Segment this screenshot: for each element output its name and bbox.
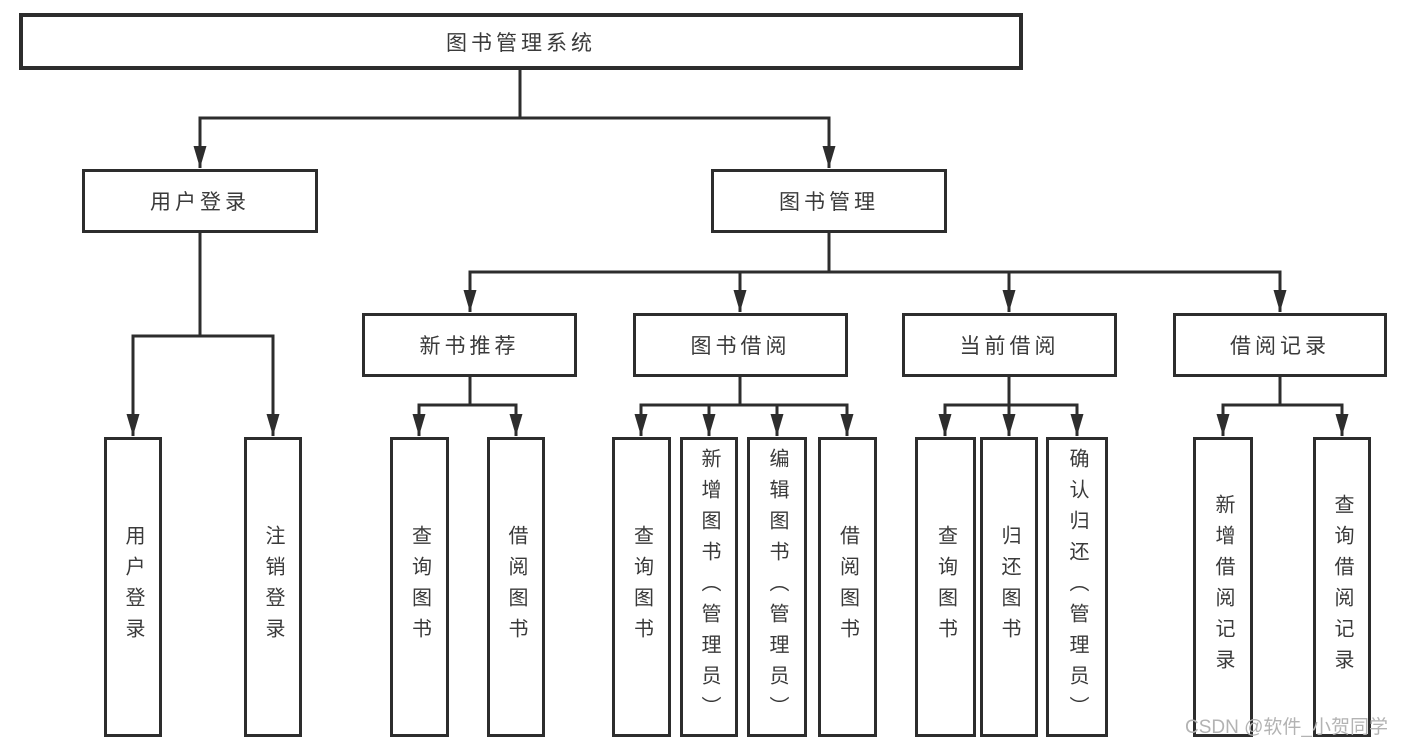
leaf-logout: 注销登录 (244, 437, 302, 737)
node-new-book-recommend: 新书推荐 (362, 313, 577, 377)
node-book-borrowing: 图书借阅 (633, 313, 848, 377)
leaf-edit-books-admin: 编辑图书（管理员） (747, 437, 807, 737)
node-book-management-branch: 图书管理 (711, 169, 947, 233)
leaf-query-books-recommend: 查询图书 (390, 437, 449, 737)
node-label: 当前借阅 (959, 335, 1060, 358)
node-label: 查询图书 (630, 525, 653, 649)
node-user-login-branch: 用户登录 (82, 169, 318, 233)
node-label: 注销登录 (262, 525, 284, 649)
leaf-return-books: 归还图书 (980, 437, 1038, 737)
leaf-borrow-books-recommend: 借阅图书 (487, 437, 545, 737)
node-label: 确认归还（管理员） (1066, 447, 1088, 727)
node-label: 图书管理 (779, 191, 879, 214)
node-label: 编辑图书（管理员） (766, 447, 788, 727)
node-label: 查询借阅记录 (1331, 494, 1353, 680)
node-label: 归还图书 (998, 525, 1020, 649)
node-label: 图书管理系统 (446, 31, 596, 55)
node-label: 用户登录 (150, 191, 250, 214)
node-current-borrowing: 当前借阅 (902, 313, 1117, 377)
leaf-add-borrow-record: 新增借阅记录 (1193, 437, 1253, 737)
node-label: 新书推荐 (419, 335, 520, 358)
node-label: 借阅图书 (836, 525, 859, 649)
leaf-confirm-return-admin: 确认归还（管理员） (1046, 437, 1108, 737)
leaf-borrow-books: 借阅图书 (818, 437, 877, 737)
node-label: 借阅图书 (505, 525, 527, 649)
node-label: 查询图书 (934, 525, 957, 649)
tree-branch-bars (131, 66, 1344, 407)
node-library-system-root: 图书管理系统 (19, 13, 1023, 70)
leaf-add-books-admin: 新增图书（管理员） (680, 437, 738, 737)
node-label: 查询图书 (408, 525, 431, 649)
tree-arrow-lines (126, 118, 1349, 436)
node-label: 新增图书（管理员） (698, 447, 720, 727)
node-label: 新增借阅记录 (1212, 494, 1234, 680)
csdn-watermark: CSDN @软件_小贺同学 (1185, 717, 1388, 738)
leaf-query-borrow-record: 查询借阅记录 (1313, 437, 1371, 737)
leaf-query-books-current: 查询图书 (915, 437, 976, 737)
node-label: 借阅记录 (1230, 335, 1330, 358)
node-label: 图书借阅 (690, 335, 791, 358)
leaf-query-books-borrowing: 查询图书 (612, 437, 671, 737)
leaf-user-login: 用户登录 (104, 437, 162, 737)
node-borrow-records: 借阅记录 (1173, 313, 1387, 377)
node-label: 用户登录 (122, 525, 144, 649)
